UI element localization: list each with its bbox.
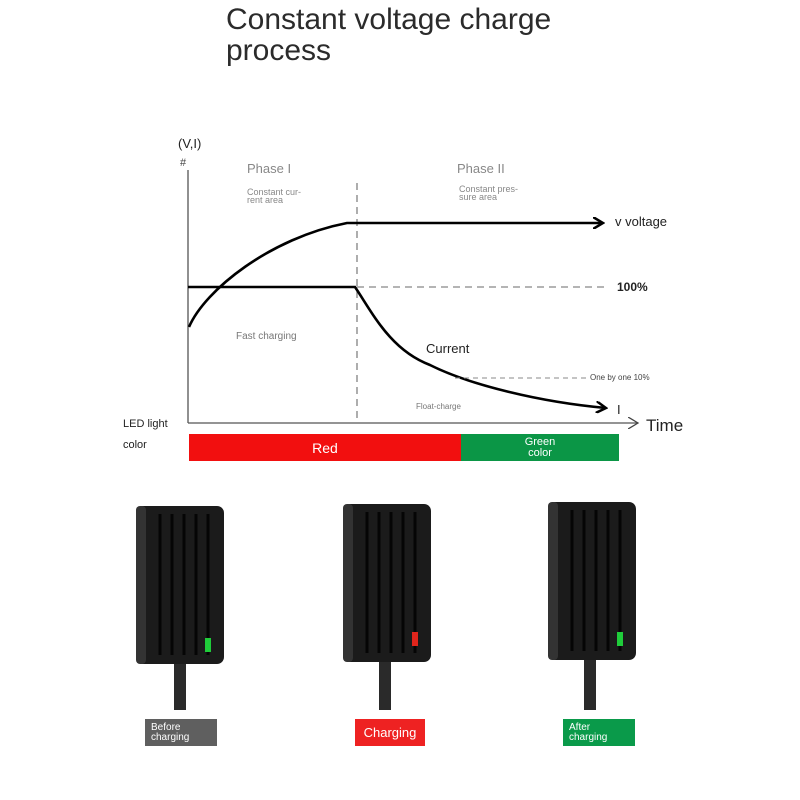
charger-cable bbox=[174, 664, 186, 710]
phase1-desc-2: rent area bbox=[247, 195, 283, 205]
x-axis-label: Time bbox=[646, 416, 683, 435]
led-label-line2: color bbox=[123, 439, 147, 451]
charger-body bbox=[136, 506, 224, 664]
y-axis-label: (V,I) bbox=[178, 136, 201, 151]
led-indicator bbox=[412, 632, 418, 646]
tag-after-charging: After charging bbox=[563, 719, 635, 746]
charger-before bbox=[136, 506, 224, 710]
hundred-percent-label: 100% bbox=[617, 280, 648, 294]
title-line-2: process bbox=[226, 34, 332, 67]
page-title: Constant voltage charge process bbox=[226, 4, 646, 66]
tag-before-charging: Before charging bbox=[145, 719, 217, 746]
y-axis-mark: # bbox=[180, 157, 187, 169]
float-charge-label: Float-charge bbox=[416, 402, 461, 411]
tag-after-line1: After bbox=[569, 722, 591, 733]
title-line-1: Constant voltage charge bbox=[226, 3, 552, 36]
phase2-desc-1: Constant pres- bbox=[459, 184, 518, 194]
voltage-label: v voltage bbox=[615, 214, 667, 229]
tag-before-line2: charging bbox=[151, 732, 190, 743]
phase2-desc-2: sure area bbox=[459, 192, 497, 202]
tag-before-line1: Before bbox=[151, 722, 181, 733]
phase1-title: Phase I bbox=[247, 161, 291, 176]
led-green-text-1: Green bbox=[524, 435, 556, 448]
voltage-curve bbox=[187, 223, 603, 328]
current-label: Current bbox=[426, 341, 470, 356]
charger-charging bbox=[343, 504, 431, 710]
phase2-title: Phase II bbox=[457, 161, 505, 176]
led-green-bar: Green color bbox=[461, 434, 619, 461]
tag-after-line2: charging bbox=[569, 732, 608, 743]
led-label-line1: LED light bbox=[123, 418, 168, 430]
led-indicator bbox=[617, 632, 623, 646]
charger-body bbox=[343, 504, 431, 662]
led-red-text: Red bbox=[312, 439, 338, 456]
phase1-desc-1: Constant cur- bbox=[247, 187, 301, 197]
current-curve bbox=[188, 285, 606, 408]
current-symbol: I bbox=[617, 402, 621, 417]
led-red-bar: Red bbox=[189, 434, 461, 461]
charger-cable bbox=[379, 662, 391, 710]
ten-percent-label: One by one 10% bbox=[590, 373, 650, 382]
charger-after bbox=[548, 502, 636, 710]
led-green-text-2: color bbox=[528, 446, 552, 459]
fast-charging-label: Fast charging bbox=[236, 331, 297, 342]
tag-charging-label: Charging bbox=[363, 725, 417, 740]
charger-body bbox=[548, 502, 636, 660]
tag-charging: Charging bbox=[355, 719, 425, 746]
charge-process-diagram: (V,I) # Time Phase I Constant cur- rent … bbox=[178, 136, 683, 435]
led-indicator bbox=[205, 638, 211, 652]
charger-cable bbox=[584, 660, 596, 710]
